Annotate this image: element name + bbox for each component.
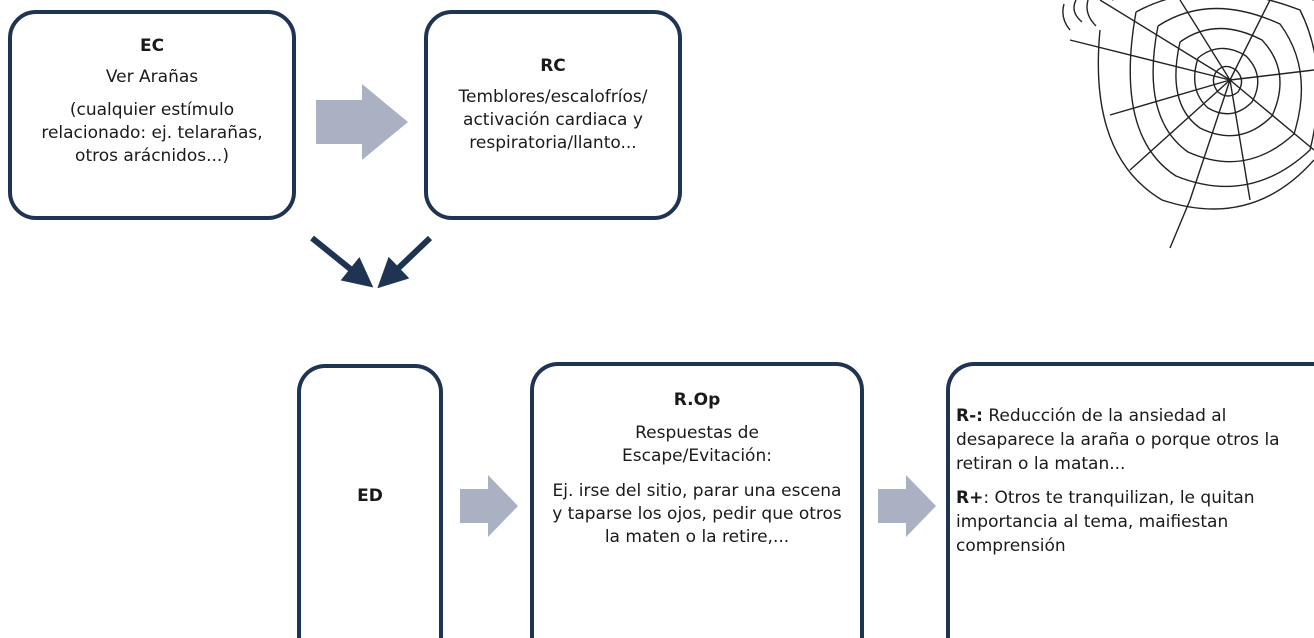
pos-text: : Otros te tranquilizan, le quitan impor… (956, 488, 1255, 556)
rc-title: RC (540, 56, 566, 76)
rop-box: R.Op Respuestas de Escape/Evitación: Ej.… (530, 362, 864, 638)
neg-text: Reducción de la ansiedad al desaparece l… (956, 406, 1280, 474)
ec-title: EC (139, 36, 165, 56)
ed-title: ED (357, 486, 383, 506)
block-arrow-rop-reinf (878, 475, 936, 537)
rop-title: R.Op (673, 390, 721, 410)
positive-reinforcement: R+: Otros te tranquilizan, le quitan imp… (956, 486, 1312, 558)
neg-label: R-: (956, 406, 983, 426)
block-arrow-ec-rc (316, 84, 408, 160)
pos-label: R+ (956, 488, 984, 508)
ec-box: EC Ver Arañas (cualquier estímulo relaci… (8, 10, 296, 220)
converging-arrows (310, 235, 433, 289)
rc-detail: Temblores/escalofríos/ activación cardia… (458, 87, 648, 153)
ec-main: Ver Arañas (105, 67, 199, 87)
reinforcement-box: R-: Reducción de la ansiedad al desapare… (946, 362, 1314, 638)
block-arrow-ed-rop (460, 475, 518, 537)
arrow-from-rc (377, 235, 433, 289)
negative-reinforcement: R-: Reducción de la ansiedad al desapare… (956, 404, 1312, 476)
rop-detail: Ej. irse del sitio, parar una escena y t… (552, 481, 842, 547)
arrow-from-ec (310, 235, 374, 288)
ec-detail: (cualquier estímulo relacionado: ej. tel… (41, 100, 263, 166)
rop-main: Respuestas de Escape/Evitación: (622, 423, 772, 466)
spider-web-icon (1062, 0, 1314, 249)
rc-box: RC Temblores/escalofríos/ activación car… (424, 10, 682, 220)
ed-box: ED (297, 364, 443, 638)
